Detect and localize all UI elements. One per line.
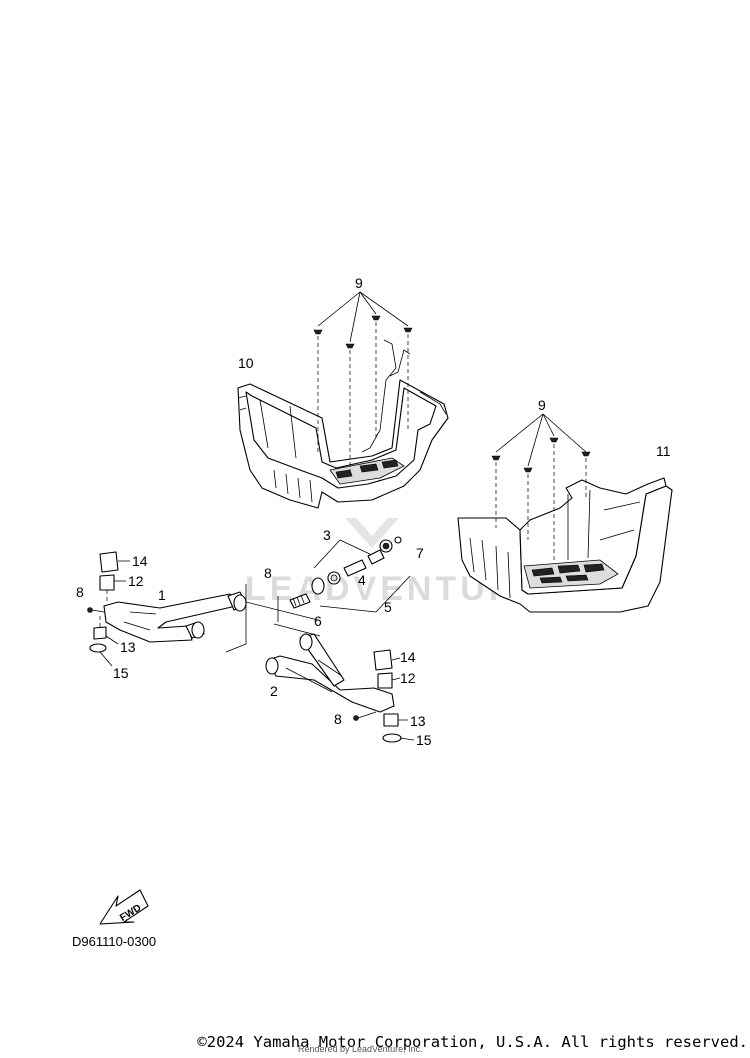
callout-15: 15 — [416, 732, 432, 748]
callout-7: 7 — [416, 545, 424, 561]
copyright-notice: ©2024 Yamaha Motor Corporation, U.S.A. A… — [197, 1033, 748, 1051]
callout-6: 6 — [314, 613, 322, 629]
callout-5: 5 — [384, 599, 392, 615]
callout-2: 2 — [270, 683, 278, 699]
callout-labels: 9 10 9 11 3 7 14 12 8 4 8 1 5 6 13 14 15… — [76, 275, 671, 748]
callout-11: 11 — [656, 443, 671, 459]
callout-13: 13 — [410, 713, 426, 729]
callout-1: 1 — [158, 587, 166, 603]
callout-8: 8 — [334, 711, 342, 727]
footrest-left — [237, 339, 449, 509]
callout-4: 4 — [358, 572, 366, 588]
callout-14: 14 — [132, 553, 148, 569]
callout-13: 13 — [120, 639, 136, 655]
callout-12: 12 — [128, 573, 144, 589]
fwd-arrow-icon: FWD — [99, 889, 149, 925]
arm-left — [87, 551, 247, 667]
arm-right — [265, 633, 415, 743]
callout-9: 9 — [355, 275, 363, 291]
rendered-by-note: Rendered by LeadVenture, Inc. — [298, 1044, 423, 1054]
assembly-lines — [225, 584, 321, 653]
diagram-code: D961110-0300 — [72, 934, 156, 949]
callout-15: 15 — [113, 665, 129, 681]
pin-group — [289, 536, 411, 613]
footrest-right — [457, 477, 673, 613]
callout-8: 8 — [76, 584, 84, 600]
callout-9: 9 — [538, 397, 546, 413]
callout-10: 10 — [238, 355, 254, 371]
callout-3: 3 — [323, 527, 331, 543]
callout-8: 8 — [264, 565, 272, 581]
callout-14: 14 — [400, 649, 416, 665]
callout-12: 12 — [400, 670, 416, 686]
fasteners-9 — [313, 291, 591, 560]
